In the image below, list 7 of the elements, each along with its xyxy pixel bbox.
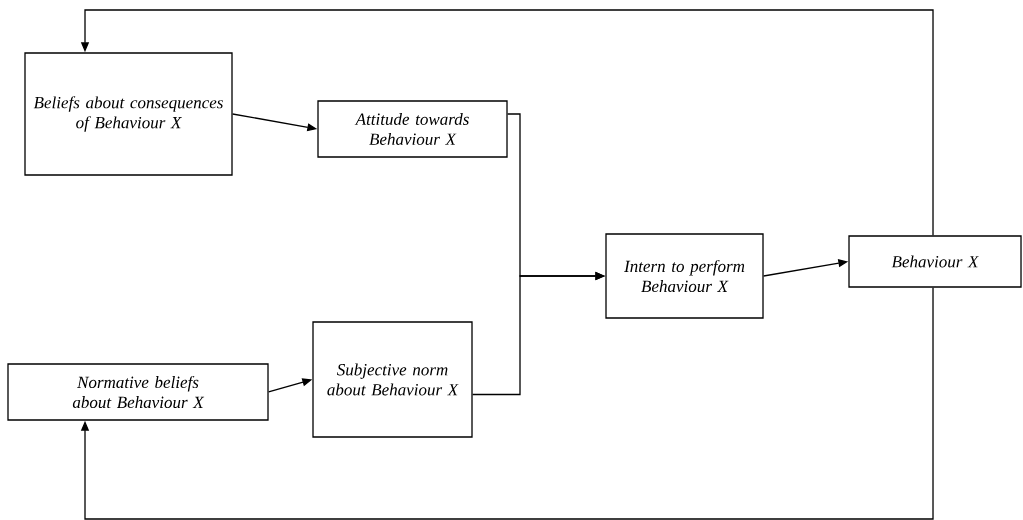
process-box: Behaviour X [848, 235, 1022, 288]
process-box: Subjective norm about Behaviour X [312, 321, 473, 438]
process-box: Normative beliefs about Behaviour X [7, 363, 269, 421]
arrow [80, 287, 934, 520]
process-box: Intern to perform Behaviour X [605, 233, 764, 319]
process-box: Beliefs about consequences of Behaviour X [24, 52, 233, 176]
process-box: Attitude towards Behaviour X [317, 100, 508, 158]
